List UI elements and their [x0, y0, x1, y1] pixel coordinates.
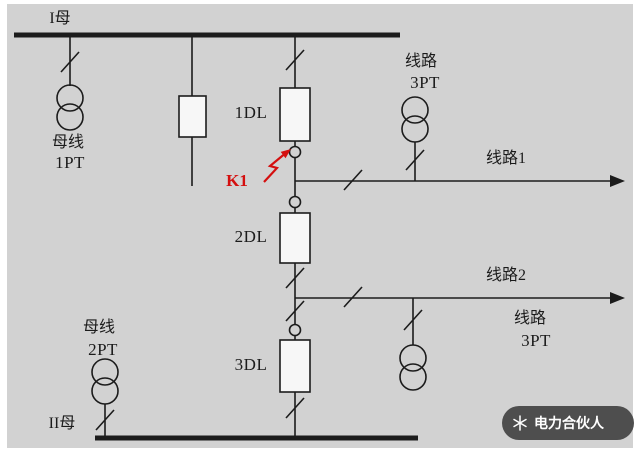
disconnector-icon — [285, 300, 305, 322]
breaker-1dl-label: 1DL — [234, 103, 268, 122]
line2-pt-name-label: 线路 — [513, 310, 547, 327]
pt-winding-icon — [401, 115, 429, 143]
ct-icon — [288, 145, 302, 159]
pt-winding-icon — [91, 377, 119, 405]
pt-winding-icon — [56, 103, 84, 131]
breaker-2dl-box-icon — [279, 212, 311, 264]
feeder1-label: 线路1 — [485, 150, 527, 167]
pt-winding-icon — [399, 363, 427, 391]
feeder-line-1 — [295, 169, 625, 191]
disconnector-icon — [285, 397, 305, 419]
disconnector-icon — [60, 51, 80, 73]
fault-k1-label: K1 — [226, 171, 248, 190]
disconnector-icon — [403, 309, 423, 331]
watermark-badge: 电力合伙人 — [502, 406, 634, 440]
main-branch — [279, 37, 311, 438]
watermark-text: 电力合伙人 — [534, 415, 604, 431]
fault-arrow-icon — [263, 149, 291, 183]
disconnector-icon — [405, 149, 425, 171]
disconnector-icon — [285, 49, 305, 71]
bus2-pt-branch — [91, 358, 119, 438]
bus1-pt-name-label: 母线 — [51, 134, 85, 151]
breaker-3dl-box-icon — [279, 339, 311, 393]
bus2-pt-name-label: 母线 — [82, 319, 116, 336]
line1-pt-branch — [401, 96, 429, 181]
feeder2-label: 线路2 — [485, 267, 527, 284]
bus1-pt-branch — [56, 37, 84, 131]
pt-winding-icon — [91, 358, 119, 386]
ct-icon — [288, 323, 302, 337]
disconnector-icon — [343, 169, 363, 191]
line1-pt-name-label: 线路 — [404, 53, 438, 70]
arrow-right-icon — [610, 175, 625, 187]
pt-winding-icon — [56, 84, 84, 112]
spare-breaker-branch — [178, 37, 207, 186]
breaker-2dl-label: 2DL — [234, 227, 268, 246]
bus1-label: I母 — [49, 10, 71, 27]
line2-pt-branch — [399, 298, 427, 391]
disconnector-icon — [95, 409, 115, 431]
breaker-1dl-box-icon — [279, 87, 311, 142]
disconnector-icon — [343, 286, 363, 308]
ct-icon — [288, 195, 302, 209]
bus1-pt-id-label: 1PT — [55, 153, 85, 172]
line2-pt-id-label: 3PT — [521, 331, 551, 350]
line1-pt-id-label: 3PT — [410, 73, 440, 92]
disconnector-icon — [285, 267, 305, 289]
feeder-line-2 — [295, 286, 625, 308]
bus2-pt-id-label: 2PT — [88, 340, 118, 359]
arrow-right-icon — [610, 292, 625, 304]
pt-winding-icon — [401, 96, 429, 124]
pt-winding-icon — [399, 344, 427, 372]
breaker-box-icon — [178, 95, 207, 138]
breaker-3dl-label: 3DL — [234, 355, 268, 374]
diagram-background — [7, 4, 633, 448]
snowflake-icon — [513, 415, 527, 431]
bus2-label: II母 — [48, 415, 76, 432]
